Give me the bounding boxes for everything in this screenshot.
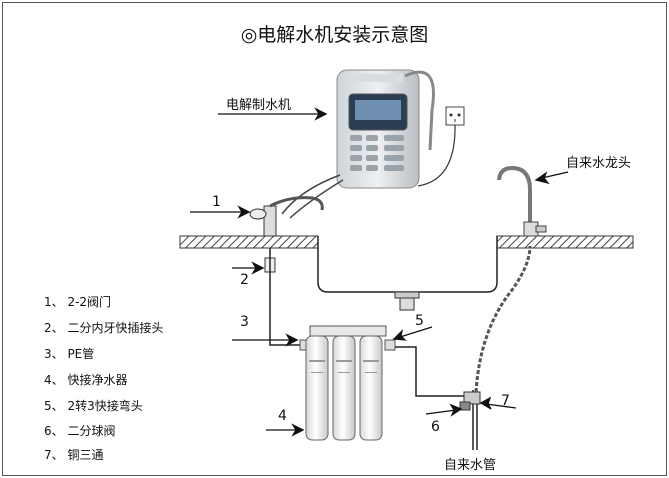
arrow-6 bbox=[425, 403, 463, 417]
legend-item: 7、 铜三通 bbox=[44, 448, 104, 462]
sink-drain bbox=[394, 291, 420, 311]
label-faucet: 自来水龙头 bbox=[566, 156, 632, 171]
arrow-3 bbox=[232, 333, 299, 347]
callout-2: 2 bbox=[240, 272, 249, 288]
legend-item: 6、 二分球阀 bbox=[44, 424, 116, 438]
callout-1: 1 bbox=[212, 194, 221, 210]
callout-4: 4 bbox=[278, 408, 287, 424]
valve-2-2 bbox=[249, 196, 324, 237]
label-supply-pipe: 自来水管 bbox=[444, 458, 497, 473]
legend-item: 1、 2-2阀门 bbox=[44, 295, 112, 309]
electrolysis-machine bbox=[336, 69, 435, 189]
arrow-4 bbox=[266, 423, 305, 437]
power-socket bbox=[445, 106, 465, 126]
arrow-7 bbox=[479, 396, 517, 410]
callout-7: 7 bbox=[501, 393, 510, 409]
sink-basin bbox=[317, 236, 498, 293]
braided-hose bbox=[474, 245, 532, 393]
legend-item: 4、 快接净水器 bbox=[44, 373, 128, 387]
arrow-machine bbox=[218, 107, 328, 121]
outlet-pipe bbox=[395, 346, 464, 397]
legend-item: 5、 2转3快接弯头 bbox=[44, 399, 143, 413]
arrow-2 bbox=[232, 261, 265, 275]
pe-pipe bbox=[269, 248, 300, 346]
water-filter bbox=[299, 325, 396, 441]
arrow-faucet bbox=[534, 171, 569, 185]
legend-item: 3、 PE管 bbox=[44, 347, 95, 361]
callout-arrows bbox=[190, 107, 569, 437]
arrow-1 bbox=[190, 205, 251, 219]
countertop bbox=[179, 235, 634, 249]
callout-3: 3 bbox=[240, 314, 249, 330]
arrow-5 bbox=[392, 326, 433, 341]
label-machine: 电解制水机 bbox=[226, 98, 292, 113]
copper-tee-ball-valve bbox=[459, 391, 481, 411]
callout-5: 5 bbox=[415, 313, 424, 329]
tap-faucet bbox=[497, 165, 547, 237]
legend-item: 2、 二分内牙快插接头 bbox=[44, 321, 164, 335]
diagram-title: ◎电解水机安装示意图 bbox=[240, 24, 429, 46]
machine-hoses bbox=[281, 174, 344, 219]
callout-6: 6 bbox=[431, 419, 440, 435]
power-cord bbox=[417, 124, 456, 187]
